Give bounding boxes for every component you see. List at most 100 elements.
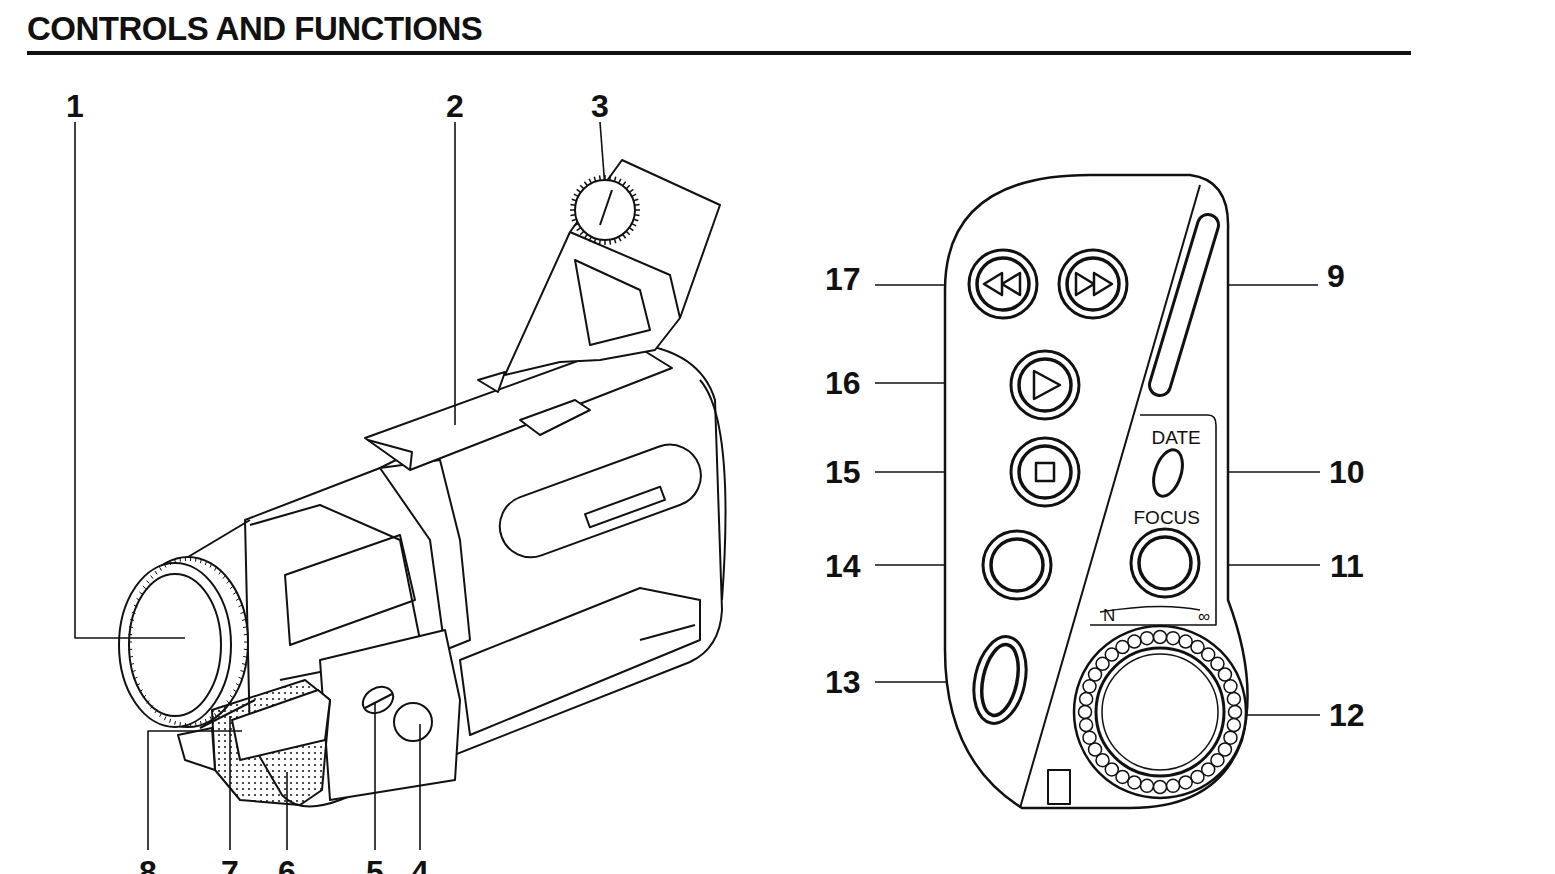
focus-ring-knurl xyxy=(200,721,202,725)
button-play-inner xyxy=(1019,359,1071,411)
focus-ring-knurl xyxy=(151,576,153,579)
focus-ring-knurl xyxy=(147,581,150,584)
callout-number: 12 xyxy=(1329,699,1365,731)
focus-ring-knurl xyxy=(128,649,132,650)
side-grip-recess xyxy=(491,436,710,566)
dial-knurl xyxy=(1140,779,1153,792)
focus-ring-knurl xyxy=(243,656,247,658)
dial-knurl xyxy=(1116,641,1129,654)
diopter-knurl xyxy=(609,175,611,180)
callout-number: 13 xyxy=(825,666,861,698)
focus-ring-knurl xyxy=(169,719,170,723)
diopter-knurl xyxy=(619,179,621,183)
focus-ring-knurl xyxy=(136,684,139,686)
focus-ring-knurl xyxy=(169,561,170,565)
focus-ring-knurl xyxy=(139,592,142,594)
diopter-knurl xyxy=(574,194,578,196)
button-stop-inner xyxy=(1019,446,1071,498)
focus-ring-knurl xyxy=(134,677,138,679)
focus-ring-knurl xyxy=(244,642,248,643)
button-14-inner xyxy=(991,539,1043,591)
focus-ring-knurl xyxy=(205,719,206,723)
focus-ring-knurl xyxy=(236,684,239,686)
focus-ring-knurl xyxy=(164,564,166,568)
diopter-knurl xyxy=(634,219,639,221)
diopter-knurl xyxy=(594,239,596,244)
diopter-mark xyxy=(600,190,612,225)
focus-ring-knurl xyxy=(210,716,212,720)
callout-number: 7 xyxy=(221,856,239,874)
focus-ring-knurl xyxy=(219,571,221,574)
focus-ring-knurl xyxy=(129,656,133,658)
focus-ring-knurl xyxy=(185,557,186,561)
focus-ring-knurl xyxy=(233,690,236,692)
diopter-knurl xyxy=(635,209,640,211)
callout-number: 11 xyxy=(1330,550,1364,582)
title-rule xyxy=(27,51,1411,55)
diopter-knurl xyxy=(619,237,621,241)
diopter-knurl xyxy=(584,234,587,238)
focus-ring-knurl xyxy=(244,649,248,650)
dial-knurl xyxy=(1083,680,1096,693)
control-panel xyxy=(945,175,1248,808)
focus-ring-knurl xyxy=(230,695,233,698)
control-label: DATE xyxy=(1152,428,1201,447)
panel-slot-inner xyxy=(1160,225,1208,385)
focus-ring-knurl xyxy=(240,612,244,613)
callout-number: 15 xyxy=(825,456,861,488)
focus-ring-knurl xyxy=(210,564,212,568)
viewfinder-hinge xyxy=(478,372,505,392)
lens-window xyxy=(285,535,415,645)
viewfinder-window xyxy=(575,260,650,345)
panel-indicator xyxy=(1048,770,1070,804)
diopter-knurl xyxy=(570,204,575,206)
dial-knurl xyxy=(1083,731,1096,744)
diopter-knurl xyxy=(623,182,626,186)
focus-ring-knurl xyxy=(223,705,225,708)
focus-ring-knurl xyxy=(130,619,134,620)
diopter-knurl xyxy=(580,231,584,235)
dial-knurl xyxy=(1224,680,1237,693)
viewfinder-edge xyxy=(570,232,680,318)
diopter-knurl xyxy=(634,199,639,201)
focus-ring-knurl xyxy=(227,701,230,704)
callout-number: 6 xyxy=(278,856,296,874)
dial-knurl xyxy=(1179,776,1192,789)
button-13 xyxy=(966,632,1033,728)
callout-number: 1 xyxy=(66,90,84,122)
front-panel xyxy=(320,630,460,800)
leader-line xyxy=(148,731,242,850)
diopter-knurl xyxy=(584,182,587,186)
focus-ring-knurl xyxy=(205,561,206,565)
sensor-block xyxy=(178,728,215,770)
focus-ring-knurl xyxy=(132,670,136,671)
focus-ring-knurl xyxy=(215,567,217,571)
focus-ring-knurl xyxy=(143,695,146,698)
diagram-title: CONTROLS AND FUNCTIONS xyxy=(27,12,482,45)
diopter-knurl xyxy=(604,175,606,180)
focus-date-frame xyxy=(1090,415,1216,625)
button-focus-inner xyxy=(1139,537,1191,589)
callout-number: 16 xyxy=(825,367,861,399)
callout-number: 17 xyxy=(825,263,861,295)
dial-knurl xyxy=(1218,668,1231,681)
body-line xyxy=(640,625,695,640)
focus-ring-knurl xyxy=(164,716,166,720)
dial-knurl xyxy=(1227,692,1240,705)
stop-symbol xyxy=(1036,463,1054,481)
callout-number: 8 xyxy=(139,856,157,874)
button-ff-inner xyxy=(1067,258,1119,310)
callout-number: 14 xyxy=(825,550,861,582)
scale-mark: N xyxy=(1103,607,1115,624)
viewfinder xyxy=(505,160,720,375)
dial-knurl xyxy=(1080,692,1093,705)
focus-ring-knurl xyxy=(233,592,236,594)
leader-line xyxy=(75,122,185,638)
focus-ring-knurl xyxy=(155,710,157,713)
focus-ring-knurl xyxy=(179,722,181,726)
button-focus xyxy=(1131,529,1199,597)
button-stop xyxy=(1011,438,1079,506)
diopter-knurl xyxy=(570,209,575,211)
callout-number: 2 xyxy=(446,90,464,122)
